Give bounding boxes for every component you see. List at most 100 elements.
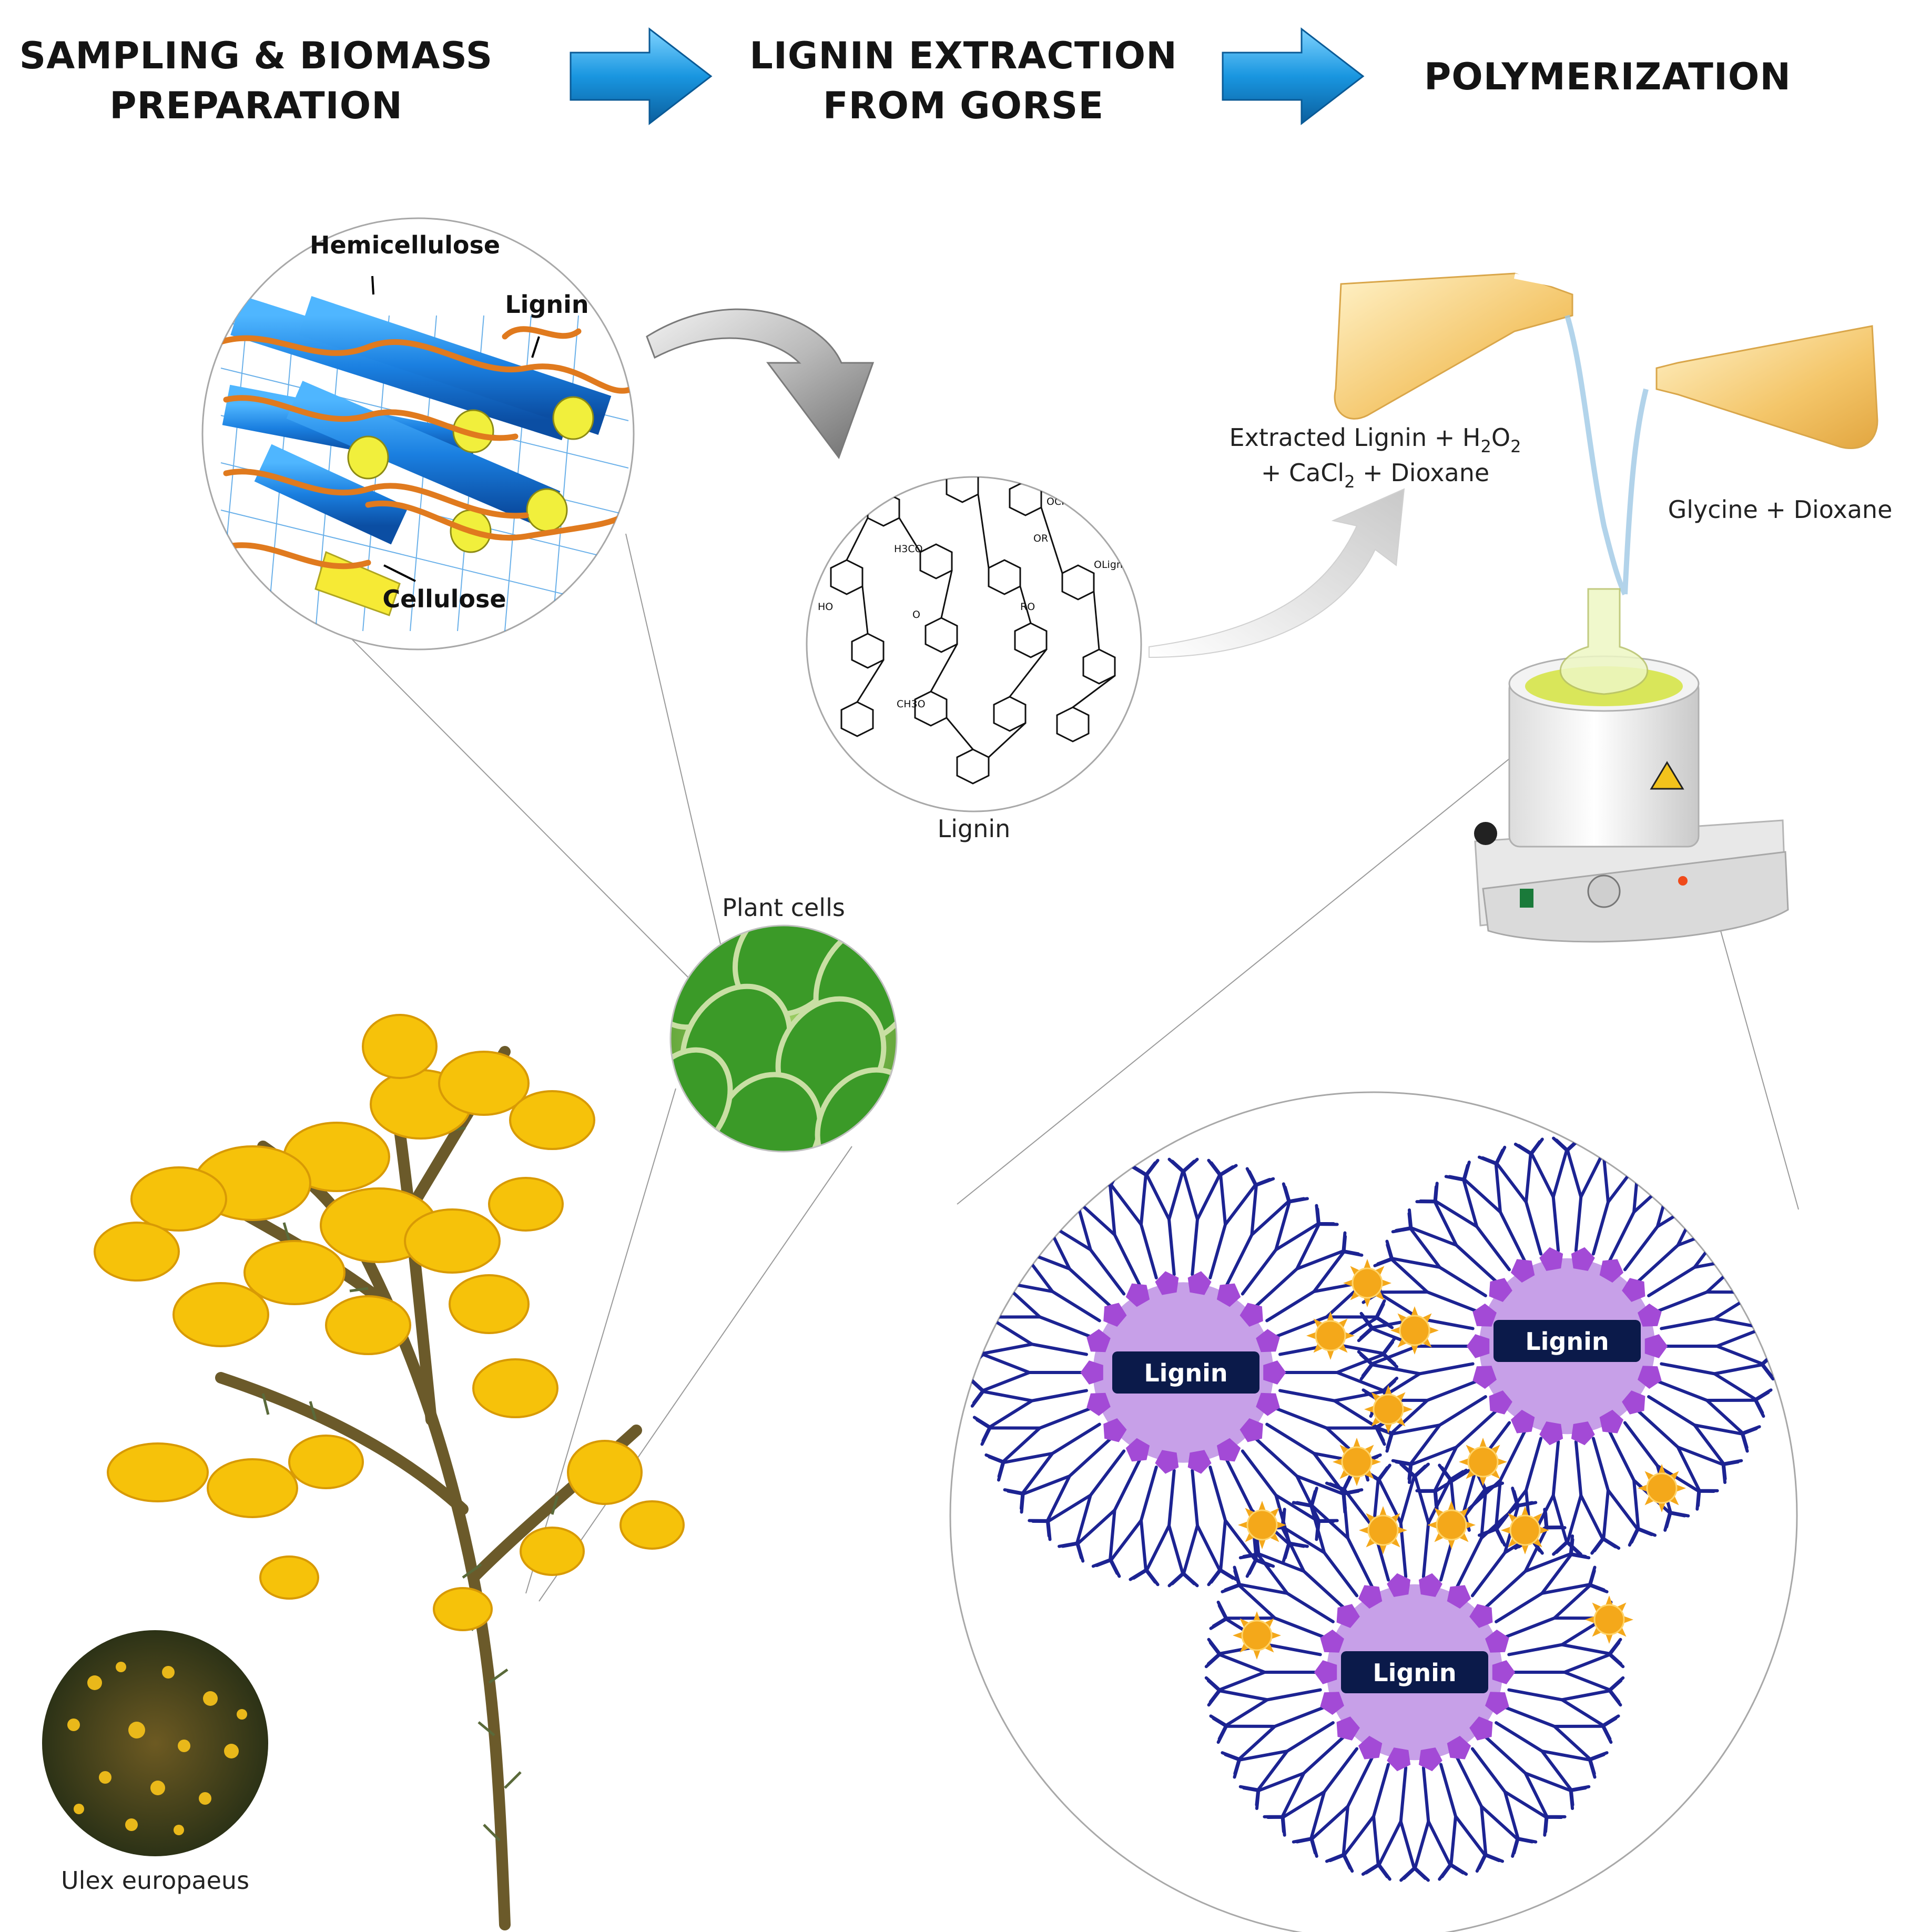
pentagon-unit [1571,1247,1595,1271]
chem-label-ro: RO [1020,601,1035,613]
pouring-streams [1564,314,1649,596]
lignin-structure-circle: OH OCH3 H3CO HO O OR RO OLignin CH3O Lig… [806,467,1142,843]
glycine-sun-marker [1238,1501,1286,1549]
dendrimer-branches [1204,1462,1625,1882]
pentagon-unit [1155,1450,1179,1474]
pentagon-unit [1256,1329,1280,1353]
plant-cells-label: Plant cells [722,893,845,922]
step-1-title-line1: SAMPLING & BIOMASS [19,34,493,77]
pentagon-unit [1539,1421,1563,1446]
glycine-sun-marker [1459,1438,1507,1486]
pentagon-unit [1320,1629,1344,1653]
pentagon-unit [1489,1390,1512,1415]
lignin-structure-caption: Lignin [938,815,1011,843]
pentagon-unit [1103,1418,1127,1442]
pentagon-unit [1644,1334,1668,1358]
glycine-sun-marker [1343,1259,1391,1307]
pentagon-unit [1263,1360,1286,1385]
pentagon-unit [1472,1366,1497,1389]
chem-label-ho: HO [818,601,833,613]
pentagon-unit [1387,1573,1411,1597]
pentagon-unit [1571,1421,1595,1446]
reagent-line-1: Extracted Lignin + H2O2 [1230,423,1521,456]
pentagon-unit [1358,1585,1383,1609]
cellulose-pointer [383,564,416,582]
chem-label-olignin: OLignin [1094,559,1132,571]
pentagon-unit [1240,1418,1263,1442]
pentagon-unit [1336,1604,1360,1628]
dendrimer-branches [968,1157,1399,1588]
step-arrow-1 [570,27,713,126]
plant-cells-circle [669,924,898,1153]
pentagon-unit [1216,1283,1241,1307]
pentagon-unit [1510,1409,1535,1433]
lignin-particle-label: Lignin [1341,1651,1488,1693]
step-2-title-line2: FROM GORSE [823,84,1104,127]
lignin-fiber-label: Lignin [505,290,588,319]
pentagon-unit [1314,1660,1337,1684]
pentagon-unit [1125,1438,1150,1462]
pentagon-unit [1489,1278,1512,1302]
ulex-europaeus-label: Ulex europaeus [61,1866,249,1895]
chem-label-o: O [912,609,920,621]
glycine-sun-marker [1364,1385,1413,1433]
pentagon-unit [1469,1604,1493,1628]
pentagon-unit [1418,1573,1442,1597]
chem-label-och3: OCH3 [1047,496,1075,507]
glycine-sun-marker [1585,1595,1633,1644]
lignin-pointer [531,336,540,358]
glycine-sun-marker [1306,1311,1355,1360]
extraction-curved-arrow [646,308,875,460]
flask-lignin-solution [1334,272,1573,420]
pentagon-unit [1086,1329,1111,1353]
lignin-particle-label: Lignin [1494,1320,1641,1362]
pentagon-unit [1447,1585,1471,1609]
cell-wall-fiber-circle: Hemicellulose Lignin Cellulose [201,217,635,650]
pentagon-unit [1622,1278,1645,1302]
heating-mantle [1474,588,1789,943]
pentagon-unit [1358,1735,1383,1760]
chem-label-oh: OH [968,467,983,479]
pentagon-unit [1080,1360,1103,1385]
svg-text:Lignin: Lignin [1144,1359,1227,1387]
hemicellulose-pointer [371,276,374,295]
to-polymerization-arrow [1149,488,1405,658]
pentagon-unit [1638,1303,1662,1327]
pentagon-unit [1539,1247,1563,1271]
chem-label-ch3o: CH3O [897,698,926,710]
step-3-title: POLYMERIZATION [1424,55,1791,98]
pentagon-unit [1256,1392,1280,1416]
glycine-sun-marker [1427,1501,1476,1549]
pentagon-unit [1216,1438,1241,1462]
pentagon-unit [1599,1409,1624,1433]
pentagon-unit [1622,1390,1645,1415]
pentagon-unit [1125,1283,1150,1307]
pentagon-unit [1320,1692,1344,1715]
cellulose-label: Cellulose [382,585,506,613]
glycine-sun-marker [1638,1464,1686,1512]
svg-text:Lignin: Lignin [1373,1659,1456,1687]
pentagon-unit [1469,1716,1493,1741]
flask-glycine-solution [1655,325,1878,450]
reagent-line-2: + CaCl2 + Dioxane [1261,459,1489,492]
step-2-title-line1: LIGNIN EXTRACTION [749,34,1177,77]
pentagon-unit [1155,1271,1179,1295]
lignin-strands [218,326,634,570]
pentagon-unit [1485,1629,1509,1653]
pentagon-unit [1336,1716,1360,1741]
glycine-sun-marker [1390,1306,1439,1355]
gorse-plant-photo [94,1014,685,1930]
chem-label-h3co: H3CO [894,543,923,555]
ulex-field-photo [42,1630,268,1856]
glycine-sun-marker [1501,1506,1549,1554]
pentagon-unit [1485,1692,1509,1715]
hemicellulose-label: Hemicellulose [310,231,500,259]
pentagon-unit [1187,1271,1212,1295]
pentagon-unit [1387,1747,1411,1772]
glycine-sun-marker [1333,1438,1381,1486]
pentagon-unit [1103,1303,1127,1327]
pentagon-unit [1187,1450,1212,1474]
svg-text:Lignin: Lignin [1525,1327,1609,1356]
